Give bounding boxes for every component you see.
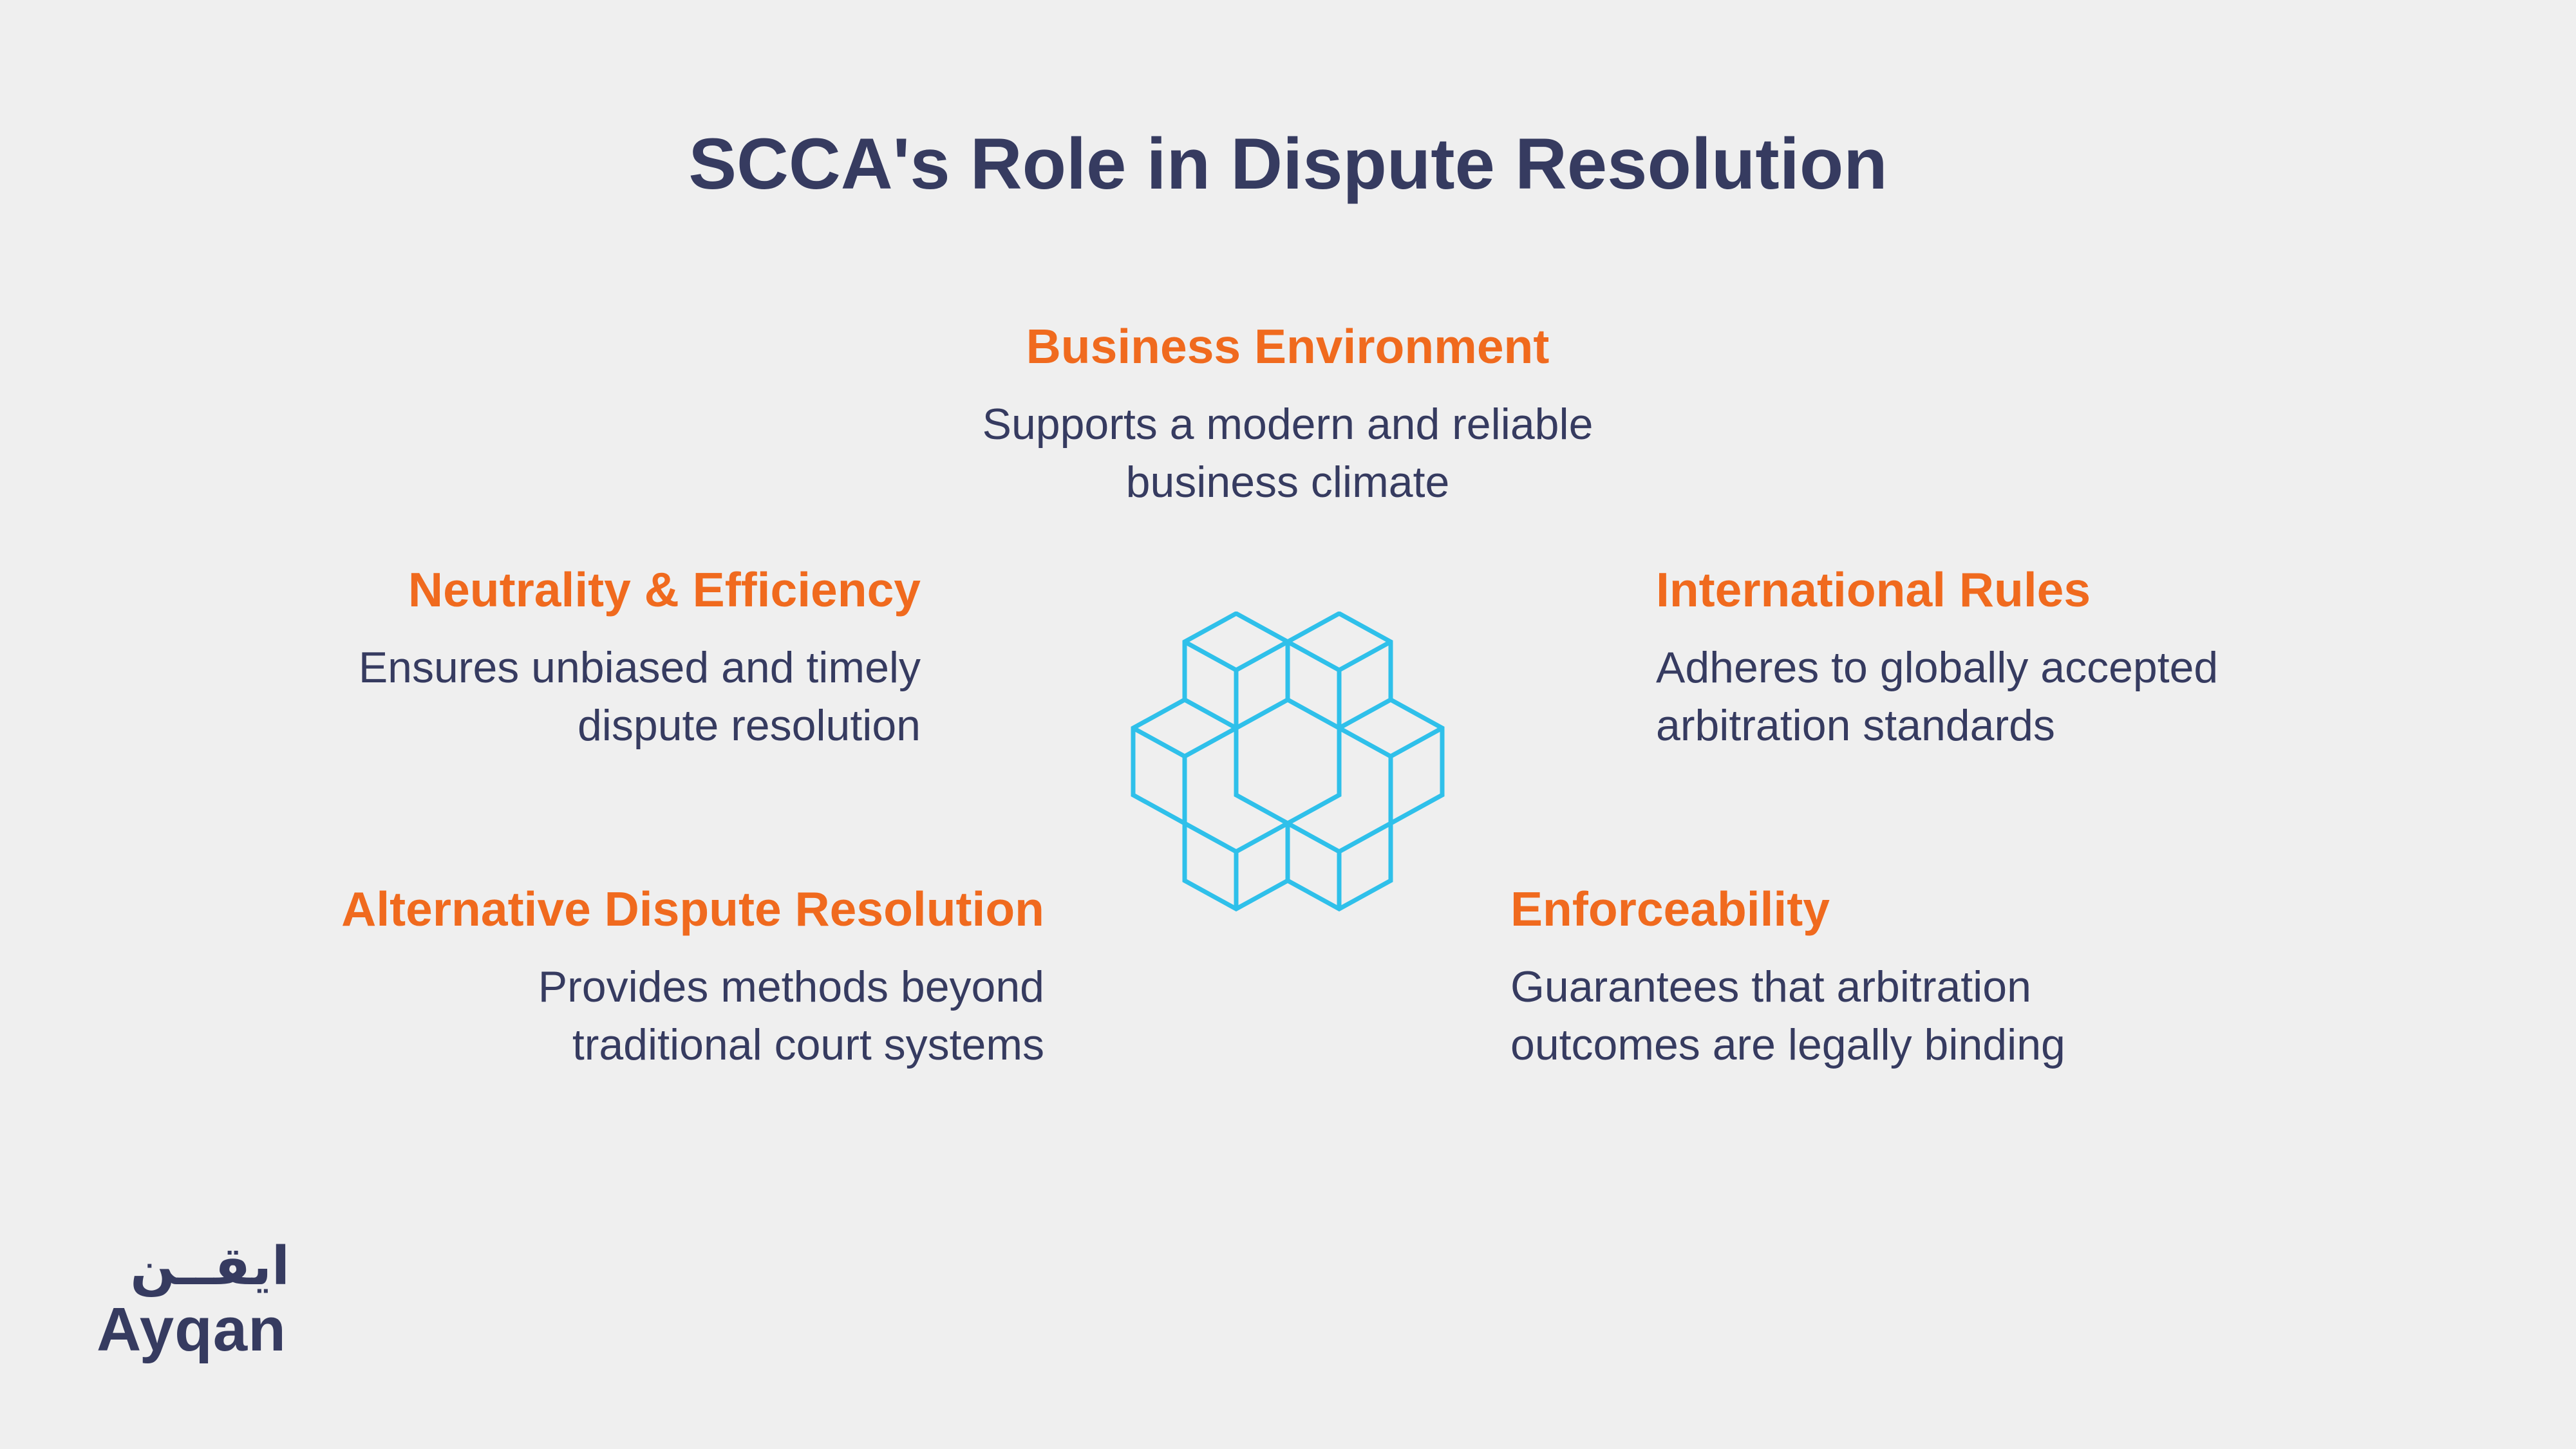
item-heading: Alternative Dispute Resolution <box>341 882 1044 936</box>
item-heading: Neutrality & Efficiency <box>408 563 921 617</box>
item-international-rules: International Rules Adheres to globally … <box>1656 557 2429 754</box>
item-description: Adheres to globally accepted arbitration… <box>1656 643 2219 750</box>
item-alternative-dispute-resolution: Alternative Dispute Resolution Provides … <box>193 877 1044 1074</box>
interlocking-cubes-icon <box>1131 612 1445 911</box>
item-heading: Business Environment <box>1026 319 1550 373</box>
item-heading: Enforceability <box>1510 882 1830 936</box>
logo-arabic-text: ايقــن <box>130 1236 290 1297</box>
item-description: Provides methods beyond traditional cour… <box>538 962 1044 1069</box>
item-business-environment: Business Environment Supports a modern a… <box>837 314 1738 511</box>
brand-logo: ايقــن Ayqan <box>97 1235 303 1363</box>
page-title: SCCA's Role in Dispute Resolution <box>688 124 1888 204</box>
item-neutrality-efficiency: Neutrality & Efficiency Ensures unbiased… <box>193 557 921 754</box>
item-description: Guarantees that arbitration outcomes are… <box>1510 962 2065 1069</box>
item-heading: International Rules <box>1656 563 2091 617</box>
item-description: Ensures unbiased and timely dispute reso… <box>358 643 921 750</box>
item-description: Supports a modern and reliable business … <box>982 400 1594 507</box>
item-enforceability: Enforceability Guarantees that arbitrati… <box>1510 877 2347 1074</box>
logo-latin-text: Ayqan <box>97 1295 287 1364</box>
